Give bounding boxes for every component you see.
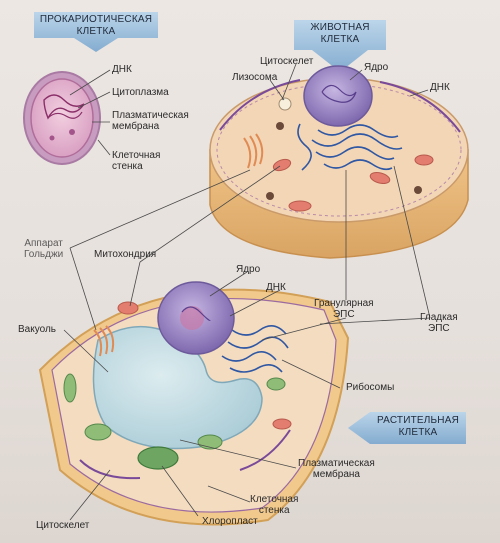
vacuole-label: Вакуоль [18, 324, 56, 335]
plant-golgi [93, 325, 115, 357]
animal-cell [209, 65, 469, 259]
ribosomes-label: Рибосомы [346, 382, 395, 393]
golgi-label: Аппарат Гольджи [24, 238, 64, 260]
animal-lysosome-label: Лизосома [232, 72, 278, 83]
rough-er-label: Гранулярная ЭПС [314, 298, 374, 320]
animal-er [297, 123, 403, 171]
prokaryotic-banner-arrow [34, 12, 158, 52]
animal-cell-banner: ЖИВОТНАЯ КЛЕТКА [310, 22, 370, 45]
plant-cytoskeleton-label: Цитоскелет [36, 520, 90, 531]
animal-cytoskeleton-label: Цитоскелет [260, 56, 314, 67]
smooth-er-label: Гладкая ЭПС [420, 312, 458, 334]
prokaryote-dna-label: ДНК [112, 64, 132, 75]
animal-golgi [243, 133, 264, 169]
animal-banner-arrow [294, 20, 386, 72]
prokaryotic-cell-banner: ПРОКАРИОТИЧЕСКАЯ КЛЕТКА [39, 14, 153, 37]
animal-nucleus-label: Ядро [364, 62, 389, 73]
animal-dna-label: ДНК [430, 82, 450, 93]
prokaryote-plasma-membrane-label: Плазматическая мембрана [112, 110, 189, 132]
plant-cell-banner: РАСТИТЕЛЬНАЯ КЛЕТКА [376, 415, 460, 438]
plant-cell [38, 281, 350, 526]
plant-banner-arrow [348, 412, 466, 444]
chloroplast-label: Хлоропласт [202, 516, 258, 527]
plant-dna-label: ДНК [266, 282, 286, 293]
leader-lines [63, 63, 431, 521]
prokaryote-cytoplasm-label: Цитоплазма [112, 87, 169, 98]
plant-cell-wall-label: Клеточная стенка [250, 494, 299, 516]
prokaryotic-cell [23, 71, 101, 165]
mitochondrion-label: Митохондрия [94, 249, 157, 260]
plant-er [221, 325, 289, 373]
plant-nucleus-label: Ядро [236, 264, 261, 275]
prokaryote-cell-wall-label: Клеточная стенка [112, 150, 161, 172]
plant-plasma-membrane-label: Плазматическая мембрана [298, 458, 375, 480]
